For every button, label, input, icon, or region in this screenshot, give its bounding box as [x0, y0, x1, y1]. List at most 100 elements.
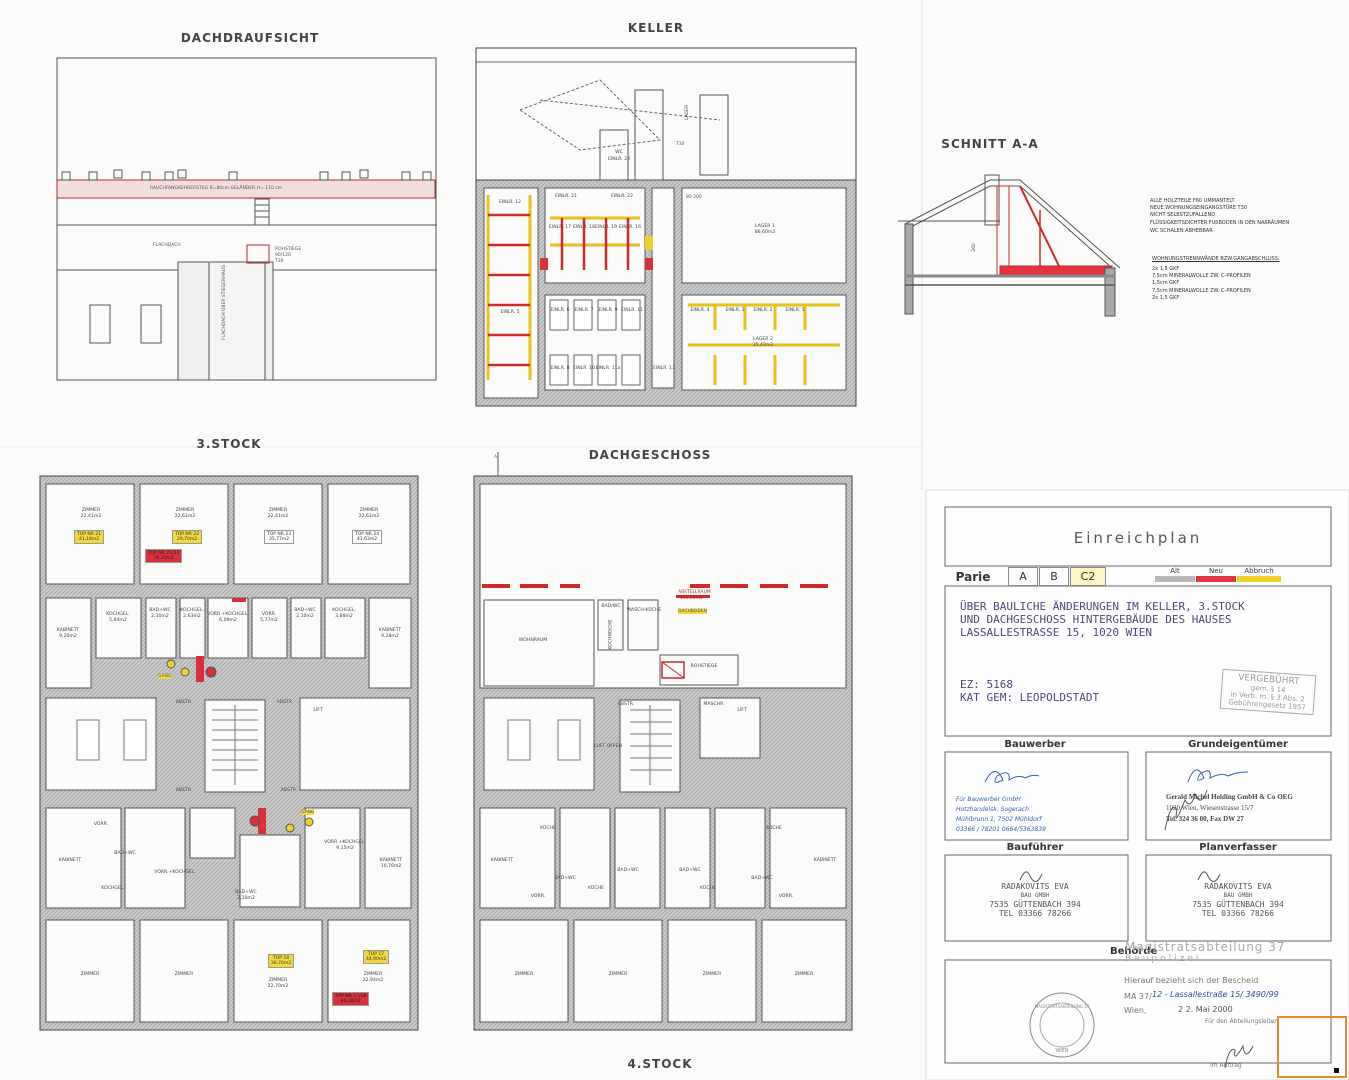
- room-name: KÜCHE: [700, 886, 716, 891]
- room-area: 9,28m2: [381, 634, 399, 639]
- room-name: BAD+WC: [554, 876, 576, 881]
- storage2-label: LAGER 2: [753, 337, 773, 342]
- basement-room: EINLR. 4: [690, 308, 710, 313]
- signatures: [984, 769, 1249, 783]
- basement-room: EINLR. 7: [574, 308, 594, 313]
- room-name: KABINETT: [378, 628, 402, 633]
- title-block-frame: [925, 489, 1349, 1080]
- applicant-details: Für Bauwerber GmbH Hotzhandelsk. Sugerac…: [956, 796, 1046, 833]
- version-a: A: [1008, 567, 1038, 586]
- section-note: NEUE WOHNUNGSEINGANGSTÜRE T30 NICHT SELB…: [1150, 205, 1247, 218]
- room-name: BAD+WC: [149, 608, 171, 613]
- room-name: ZIMMER: [81, 508, 101, 513]
- storage2-area: 35,42m2: [752, 343, 774, 348]
- air-open-label: LUFT OFFEN: [594, 744, 622, 749]
- ma-number: 12 - Lassallestraße 15/ 3490/99: [1152, 990, 1279, 999]
- floor3-title: 3.STOCK: [196, 437, 262, 451]
- room-name: ZIMMER: [363, 972, 383, 977]
- storage1-label: LAGER 1: [755, 224, 775, 229]
- room-name: ZIMMER: [174, 972, 194, 977]
- parapet-label: RAUCHFANGKEHRERSTEG B=80cm GELÄNDER H= 1…: [150, 186, 283, 191]
- room-name: KOCHGEL.: [332, 608, 356, 613]
- bathroom-label: BAD/WC: [601, 604, 621, 609]
- section-note: WC SCHALEN ABHEBBAR: [1150, 228, 1213, 234]
- storage-label: LAGER: [685, 104, 691, 121]
- ma-prefix: MA 37/: [1124, 992, 1152, 1001]
- wall-layer: 2x 1,5 GKF: [1152, 295, 1180, 301]
- city-prefix: Wien,: [1124, 1006, 1147, 1015]
- roof-stair-note: T30: [275, 259, 284, 264]
- version-b: B: [1039, 567, 1069, 586]
- door-label: 80 200: [686, 195, 702, 200]
- storage1-area: 86,60m2: [754, 230, 776, 235]
- room-area: 2,10m2: [296, 614, 314, 619]
- legend-demolition-swatch: [1237, 576, 1281, 582]
- basement-room: EINLR. 13: [652, 366, 676, 371]
- basement-room: EINLR. 3: [725, 308, 745, 313]
- lift-label: LIFT: [313, 708, 323, 713]
- room-name: VORR.: [261, 612, 277, 617]
- room-name: KABINETT: [56, 628, 80, 633]
- room-area: 2,10m2: [237, 896, 255, 901]
- basement-room: EINLR. 9: [598, 308, 618, 313]
- basement-room: EINLR. 17: [548, 225, 572, 230]
- attic-floor4-plan: [473, 452, 853, 1031]
- floor4-title: 4.STOCK: [627, 1057, 693, 1071]
- room-name: VORR.: [93, 822, 109, 827]
- room-name: VORR.+KOCHGEL.: [207, 612, 249, 617]
- storage-room: ABSTR.: [175, 788, 193, 793]
- room-name: KABINETT: [813, 858, 837, 863]
- basement-plan-title: KELLER: [627, 21, 685, 35]
- parie-label: Parie: [955, 570, 991, 584]
- basement-plan: [475, 47, 857, 407]
- room-name: ZIMMER: [794, 972, 814, 977]
- room-name: ZIMMER: [608, 972, 628, 977]
- room-name: BAD+WC: [294, 608, 316, 613]
- basement-room: EINLR. 11a: [595, 366, 621, 371]
- owner-details: Gerald Michel Holding GmbH & Co OEG 1020…: [1166, 793, 1293, 823]
- wall-spec-title: WOHNUNGSTRENNWÄNDE BZW.GANGABSCHLUSS:: [1152, 256, 1280, 262]
- door-label: T30: [676, 142, 685, 147]
- legend-old-swatch: [1155, 576, 1195, 582]
- decision-date: 2 2. Mai 2000: [1178, 1005, 1233, 1014]
- owner-label: Grundeigentümer: [1188, 739, 1288, 750]
- room-name: ZIMMER: [268, 508, 288, 513]
- room-area: 22,41m2: [80, 514, 102, 519]
- room-area: 9,15m2: [336, 846, 354, 851]
- room-name: ZIMMER: [80, 972, 100, 977]
- basement-room: EINLR. 5: [500, 310, 520, 315]
- basement-room: WC: [615, 150, 623, 155]
- room-area: 22,41m2: [267, 514, 289, 519]
- roof-stair-label: ROHSTIEGE: [275, 247, 302, 252]
- roof-plan: [56, 57, 437, 381]
- room-name: KABINETT: [58, 858, 82, 863]
- decision-reference: Hierauf bezieht sich der Bescheid: [1124, 976, 1259, 985]
- storage-room: ABSTR.: [280, 788, 298, 793]
- basement-room: EINLR. 6: [550, 308, 570, 313]
- wall-layer: 2x 1,5 GKF: [1152, 266, 1180, 272]
- attic-label: DACHBODEN: [678, 609, 708, 614]
- authority-stamp: Magistratsabteilung 37 Baupolizei: [1125, 940, 1286, 964]
- department-head-label: Für den Abteilungsleiter:: [1205, 1018, 1279, 1025]
- basement-room: EINLR. 8: [550, 366, 570, 371]
- version-c2: C2: [1070, 567, 1106, 586]
- basement-room: EINLR. 10: [572, 366, 596, 371]
- room-name: BAD+WC: [679, 868, 701, 873]
- ez-number: EZ: 5168: [960, 678, 1013, 691]
- on-behalf-label: Im Auftrag: [1210, 1062, 1242, 1069]
- room-area: 3,88m2: [335, 614, 353, 619]
- stairwell-roof-label: FLACHDACH ÜBER STIEGENHAUS: [222, 265, 227, 340]
- storage-room: ABSTR.: [617, 702, 635, 707]
- basement-room: EINLR. 21: [554, 194, 578, 199]
- room-name: KABINETT: [490, 858, 514, 863]
- section-marker: A: [494, 455, 498, 460]
- authority-label: Behörde: [1110, 946, 1158, 957]
- corridor-label: GANG: [158, 674, 172, 679]
- room-name: VORR.+KOCHGEL.: [324, 840, 366, 845]
- legend-demolition-label: Abbruch: [1244, 567, 1274, 575]
- section-note: FLÜSSIGKEITSDICHTER FUßBODEN IN DEN NAßR…: [1150, 220, 1290, 226]
- wall-layer: 1,5cm GKF: [1152, 280, 1180, 286]
